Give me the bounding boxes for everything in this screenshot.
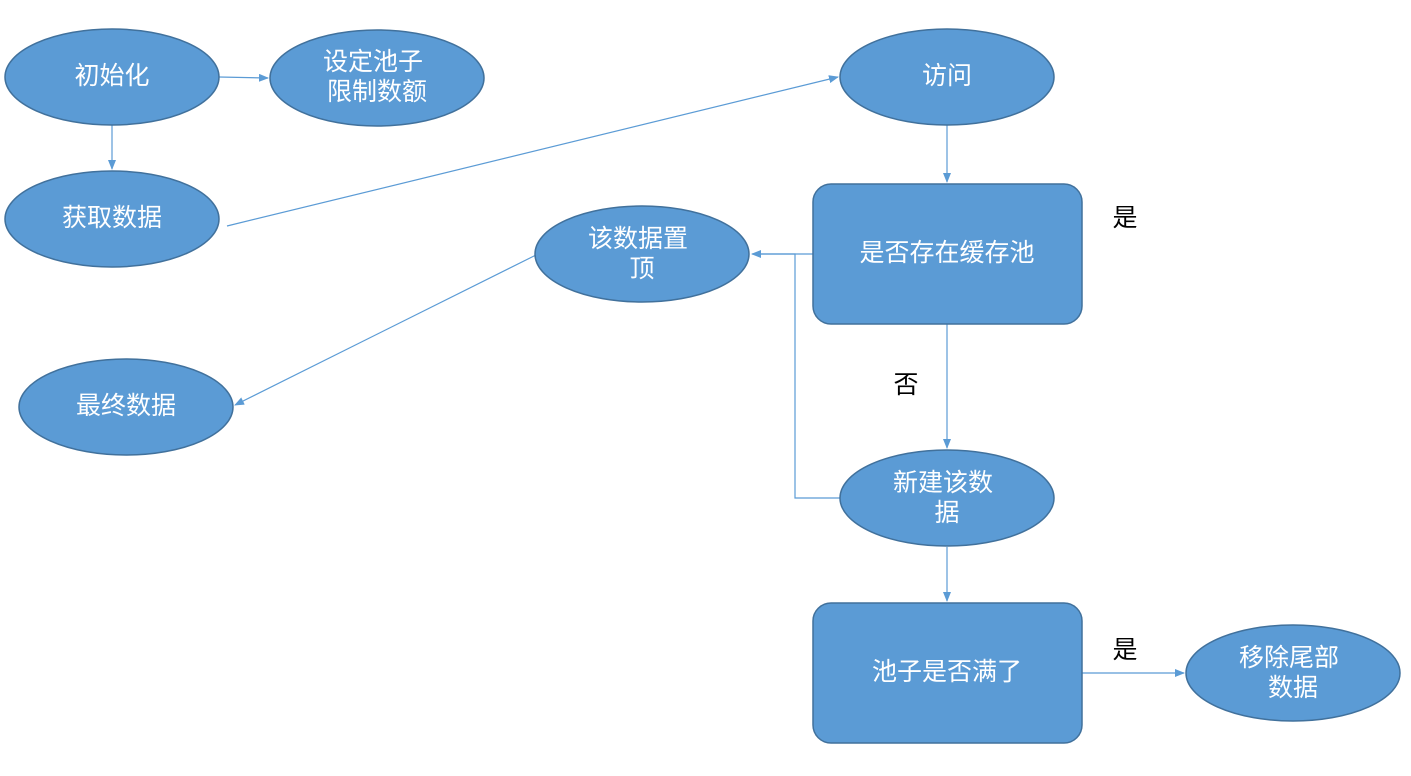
node-visit-label: 访问 (922, 61, 972, 90)
node-set-limit-label: 设定池子 限制数额 (323, 47, 431, 106)
node-remove-tail-shape (1185, 624, 1401, 722)
node-get-data: 获取数据 (4, 170, 220, 268)
edge-create-to-move-top (760, 253, 840, 499)
edge-labels-group: 是 否 是 (893, 203, 1137, 664)
edge-init-to-set-limit (218, 73, 269, 82)
node-move-top-shape (534, 205, 750, 303)
edge-label-exists-no: 否 (893, 370, 918, 399)
node-init: 初始化 (4, 28, 220, 126)
node-remove-tail: 移除尾部 数据 (1185, 624, 1401, 722)
node-exists-in-pool: 是否存在缓存池 (812, 183, 1083, 325)
node-final-data-label: 最终数据 (76, 391, 176, 420)
node-remove-tail-label: 移除尾部 数据 (1239, 643, 1347, 702)
node-visit-shape (839, 28, 1055, 126)
edges-group (108, 73, 1185, 677)
node-move-top: 该数据置 顶 (534, 205, 750, 303)
nodes-group: 初始化 设定池子 限制数额 获取数据 访问 是否存在缓存池 (4, 28, 1401, 744)
node-set-limit-shape (269, 29, 485, 127)
node-create-data-label: 新建该数 据 (893, 468, 1001, 527)
node-init-shape (4, 28, 220, 126)
node-get-data-label: 获取数据 (62, 203, 162, 232)
node-init-label: 初始化 (74, 61, 149, 90)
node-visit: 访问 (839, 28, 1055, 126)
node-pool-full-shape (812, 602, 1083, 744)
node-final-data-shape (18, 358, 234, 456)
node-move-top-label: 该数据置 顶 (588, 224, 696, 283)
edge-label-exists-yes: 是 (1112, 203, 1137, 232)
node-create-data-shape (839, 449, 1055, 547)
edge-label-full-yes: 是 (1112, 635, 1137, 664)
node-exists-in-pool-shape (812, 183, 1083, 325)
node-exists-in-pool-label: 是否存在缓存池 (859, 238, 1034, 267)
node-set-limit: 设定池子 限制数额 (269, 29, 485, 127)
node-pool-full: 池子是否满了 (812, 602, 1083, 744)
node-final-data: 最终数据 (18, 358, 234, 456)
node-pool-full-label: 池子是否满了 (872, 657, 1022, 686)
node-get-data-shape (4, 170, 220, 268)
node-create-data: 新建该数 据 (839, 449, 1055, 547)
edge-move-top-to-final (234, 254, 537, 406)
edge-get-data-to-visit (226, 75, 839, 227)
